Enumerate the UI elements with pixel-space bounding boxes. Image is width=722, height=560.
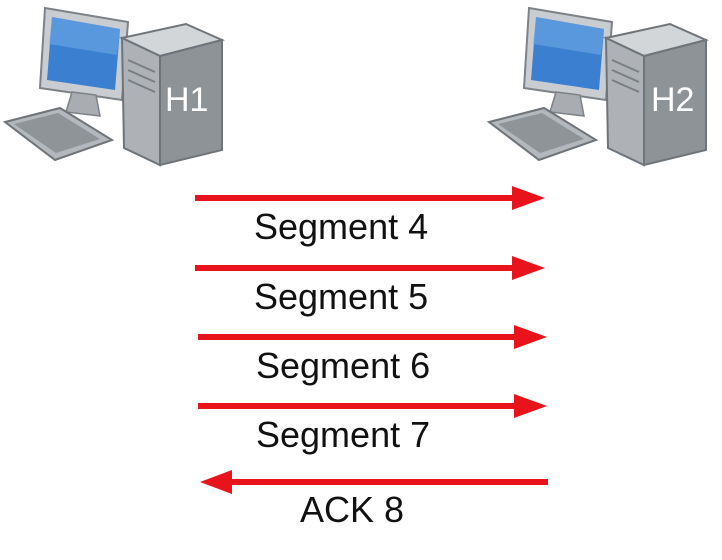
arrow-left [200, 470, 548, 494]
message-label: Segment 6 [256, 345, 431, 386]
message-label: Segment 5 [254, 276, 429, 317]
arrow-right [198, 394, 547, 418]
computer-icon [2, 6, 226, 167]
message-label: Segment 4 [254, 206, 429, 247]
host-h2: H2 [484, 0, 722, 175]
message-label: Segment 7 [256, 414, 431, 455]
arrow-right [198, 325, 547, 349]
computer-icon [486, 6, 710, 167]
arrow-right [195, 186, 545, 210]
host-label-h2: H2 [651, 81, 695, 119]
host-label-h1: H1 [165, 81, 209, 119]
host-h1: H1 [0, 0, 240, 175]
arrow-right [195, 256, 545, 280]
message-label: ACK 8 [300, 489, 405, 530]
